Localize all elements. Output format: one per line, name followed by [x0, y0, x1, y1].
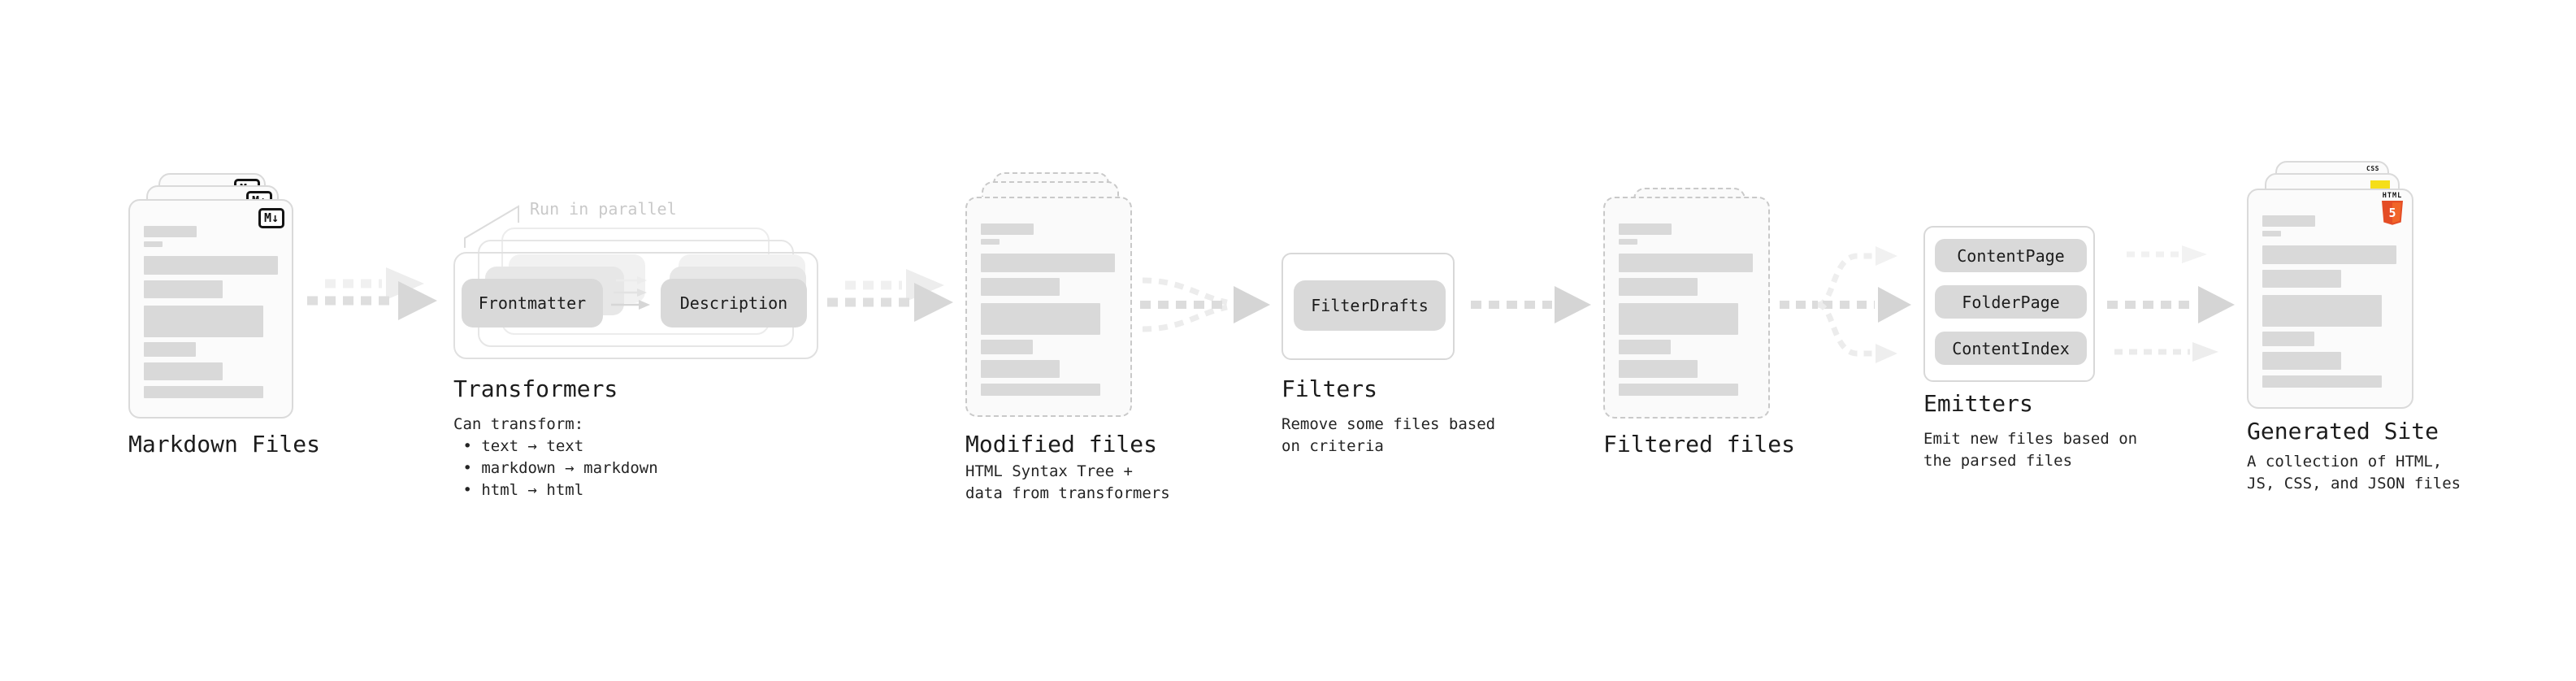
css-badge-text: CSS: [2366, 165, 2379, 172]
modified-file-card-front: [965, 197, 1132, 417]
modified-files-description: HTML Syntax Tree + data from transformer…: [965, 462, 1170, 502]
placeholder-bar: [144, 226, 197, 237]
placeholder-bar: [1619, 303, 1738, 335]
placeholder-bar: [2262, 352, 2341, 370]
html5-shield: 5: [2382, 201, 2403, 225]
placeholder-bar: [981, 340, 1033, 354]
placeholder-bar: [981, 223, 1034, 235]
placeholder-bar: [144, 306, 263, 337]
flow-arrow-fanout-to-emitters: [1780, 246, 1911, 363]
placeholder-bar: [1619, 239, 1637, 245]
doc-text-placeholder: [2262, 215, 2400, 388]
markdown-files-label: Markdown Files: [128, 431, 321, 458]
modified-files-label: Modified files: [965, 431, 1158, 458]
placeholder-bar: [144, 342, 196, 357]
parallel-arrows-icon: [611, 276, 650, 310]
placeholder-bar: [1619, 384, 1738, 396]
placeholder-bar: [981, 384, 1100, 396]
site-file-card-html: HTML 5: [2247, 189, 2413, 409]
placeholder-bar: [981, 303, 1100, 335]
doc-text-placeholder: [144, 226, 282, 398]
flow-arrow-merge-to-filters: [1140, 277, 1270, 332]
transformer-pill-frontmatter: Frontmatter: [462, 279, 603, 327]
transformers-label: Transformers: [453, 375, 618, 402]
placeholder-bar: [981, 360, 1060, 378]
transformers-description: Can transform: • text → text • markdown …: [453, 415, 658, 499]
placeholder-bar: [2262, 375, 2382, 388]
doc-text-placeholder: [1619, 223, 1757, 396]
modified-files-stack: [965, 172, 1132, 417]
placeholder-bar: [2262, 332, 2314, 346]
placeholder-bar: [1619, 360, 1698, 378]
generated-site-stack: CSS HTML 5: [2247, 161, 2413, 409]
html5-icon: HTML 5: [2381, 193, 2404, 228]
placeholder-bar: [2262, 270, 2341, 288]
filters-box: FilterDrafts: [1281, 253, 1455, 360]
placeholder-bar: [981, 254, 1115, 272]
placeholder-bar: [144, 256, 278, 275]
emitters-box: ContentPage FolderPage ContentIndex: [1923, 226, 2095, 382]
filters-label: Filters: [1281, 375, 1378, 402]
emitter-pill-folderpage: FolderPage: [1935, 285, 2087, 319]
emitter-pill-contentindex: ContentIndex: [1935, 332, 2087, 365]
placeholder-bar: [2262, 245, 2396, 264]
placeholder-bar: [144, 280, 223, 298]
placeholder-bar: [1619, 254, 1753, 272]
transformer-pill-description: Description: [661, 279, 807, 327]
emitter-pill-contentpage: ContentPage: [1935, 239, 2087, 272]
html5-badge-text: HTML: [2382, 192, 2403, 200]
emitters-label: Emitters: [1923, 390, 2033, 417]
placeholder-bar: [144, 362, 223, 380]
doc-text-placeholder: [981, 223, 1119, 396]
placeholder-bar: [1619, 340, 1671, 354]
placeholder-bar: [2262, 295, 2382, 327]
flow-arrow-transformers-to-modified: [827, 269, 953, 322]
transformers-stack: Frontmatter Description: [453, 228, 818, 359]
transformer-box-front: [453, 252, 818, 359]
placeholder-bar: [144, 241, 163, 247]
generated-site-description: A collection of HTML, JS, CSS, and JSON …: [2247, 453, 2461, 492]
placeholder-bar: [2262, 231, 2281, 236]
markdown-files-stack: M↓ M↓ M↓: [128, 173, 293, 419]
run-in-parallel-annotation: Run in parallel: [530, 199, 677, 219]
placeholder-bar: [1619, 278, 1698, 296]
flow-arrow-filters-to-filtered: [1471, 286, 1591, 323]
placeholder-bar: [981, 239, 1000, 245]
filtered-files-label: Filtered files: [1603, 431, 1796, 458]
filtered-files-stack: [1603, 188, 1770, 419]
svg-text:5: 5: [2388, 206, 2396, 220]
markdown-file-card-front: M↓: [128, 199, 293, 419]
markdown-icon: M↓: [258, 208, 284, 228]
filter-pill-filterdrafts: FilterDrafts: [1294, 280, 1446, 331]
annotation-leader-line: [464, 205, 519, 248]
flow-arrows-emitters-to-site: [2107, 245, 2235, 362]
placeholder-bar: [1619, 223, 1672, 235]
placeholder-bar: [2262, 215, 2315, 227]
filters-description: Remove some files based on criteria: [1281, 415, 1496, 455]
emitters-description: Emit new files based on the parsed files: [1923, 430, 2138, 470]
placeholder-bar: [144, 386, 263, 398]
placeholder-bar: [981, 278, 1060, 296]
flow-arrow-markdown-to-transformers: [307, 267, 437, 320]
filtered-file-card-front: [1603, 197, 1770, 419]
generated-site-label: Generated Site: [2247, 418, 2439, 445]
